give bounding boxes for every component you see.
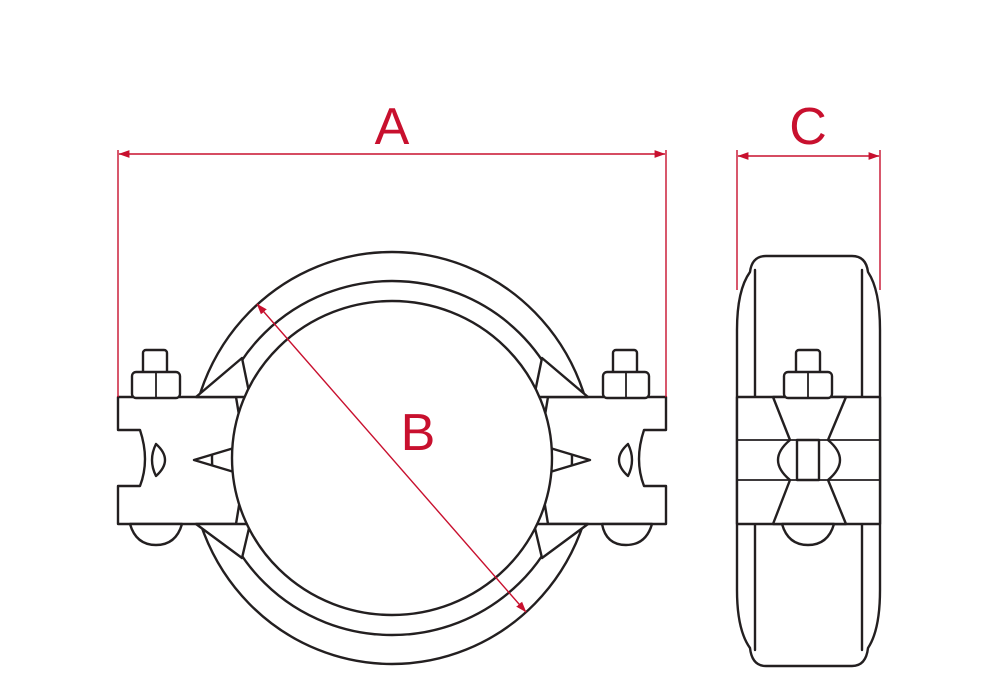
left-upper-wedge: [194, 356, 252, 399]
right-lower-wedge: [532, 522, 590, 560]
left-bolt-head: [128, 522, 184, 547]
dimension-c-label: C: [789, 98, 827, 156]
side-view: [735, 254, 882, 668]
right-lug: [538, 395, 668, 526]
right-slot: [617, 442, 634, 478]
right-upper-wedge: [532, 356, 590, 399]
right-bolt-head: [600, 522, 654, 547]
dimension-b: B: [256, 303, 527, 613]
dimension-a-label: A: [375, 98, 410, 156]
left-slot: [150, 442, 167, 478]
dimension-b-label: B: [401, 404, 436, 462]
dimension-a: A: [117, 98, 667, 397]
side-bolt-head: [780, 522, 836, 547]
left-lower-wedge: [194, 522, 252, 560]
left-lug: [116, 395, 246, 526]
dimension-c: C: [736, 98, 881, 290]
dimension-b-arrow: [256, 303, 527, 613]
